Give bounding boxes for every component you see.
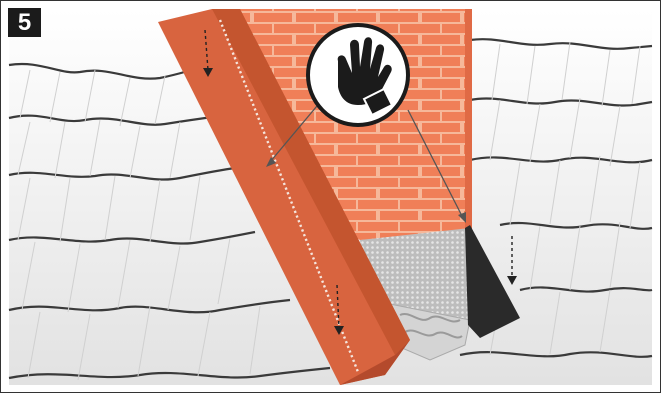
chimney-side [465,9,472,234]
step-number-badge: 5 [8,8,41,37]
